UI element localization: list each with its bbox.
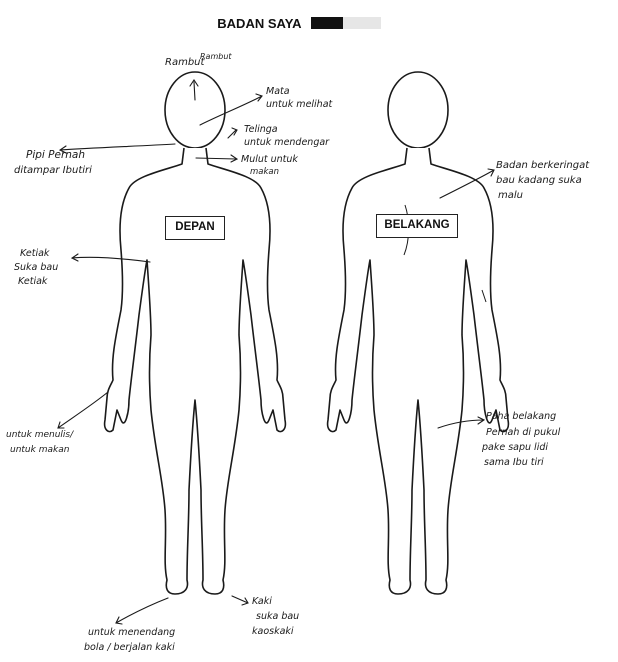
note-mata-2: untuk melihat <box>266 99 334 110</box>
note-tangan-1: untuk menulis/ <box>6 430 74 440</box>
note-badan-2: bau kadang suka <box>496 175 582 186</box>
note-ketiak-3: Ketiak <box>18 276 48 287</box>
note-kaki-kanan-1: Kaki <box>252 596 272 607</box>
back-label: BELAKANG <box>376 214 458 238</box>
arrow-telinga <box>228 128 237 138</box>
note-mulut-1: Mulut untuk <box>241 154 298 165</box>
front-label: DEPAN <box>165 216 225 240</box>
note-ketiak-2: Suka bau <box>14 262 58 273</box>
note-ketiak-1: Ketiak <box>20 248 50 259</box>
note-kaki-kiri-1: untuk menendang <box>88 627 175 638</box>
note-pipi-1: Pipi Pernah <box>26 149 85 161</box>
note-telinga-1: Telinga <box>244 124 278 135</box>
note-paha-1: Paha belakang <box>486 411 556 422</box>
note-mulut-2: makan <box>250 167 279 177</box>
note-kaki-kanan-2: suka bau <box>256 611 299 622</box>
note-kaki-kiri-2: bola / berjalan kaki <box>84 642 175 653</box>
note-badan-3: malu <box>498 190 523 201</box>
note-paha-2: Pernah di pukul <box>486 427 561 438</box>
note-tangan-2: untuk makan <box>10 445 70 455</box>
arrow-tangan <box>58 392 108 428</box>
arrow-kaki-kiri <box>116 598 168 624</box>
front-body-figure <box>105 72 286 594</box>
note-paha-3: pake sapu lidi <box>481 442 548 453</box>
arrow-kaki-kanan <box>232 596 248 605</box>
note-paha-4: sama Ibu tiri <box>484 457 544 468</box>
note-telinga-2: untuk mendengar <box>244 137 330 148</box>
note-kaki-kanan-3: kaoskaki <box>252 626 294 637</box>
note-pipi-2: ditampar Ibutiri <box>14 165 92 176</box>
note-badan-1: Badan berkeringat <box>496 160 590 171</box>
back-body-figure <box>328 72 509 594</box>
note-rambut-2: Rambut <box>200 52 232 61</box>
note-mata-1: Mata <box>266 86 290 97</box>
